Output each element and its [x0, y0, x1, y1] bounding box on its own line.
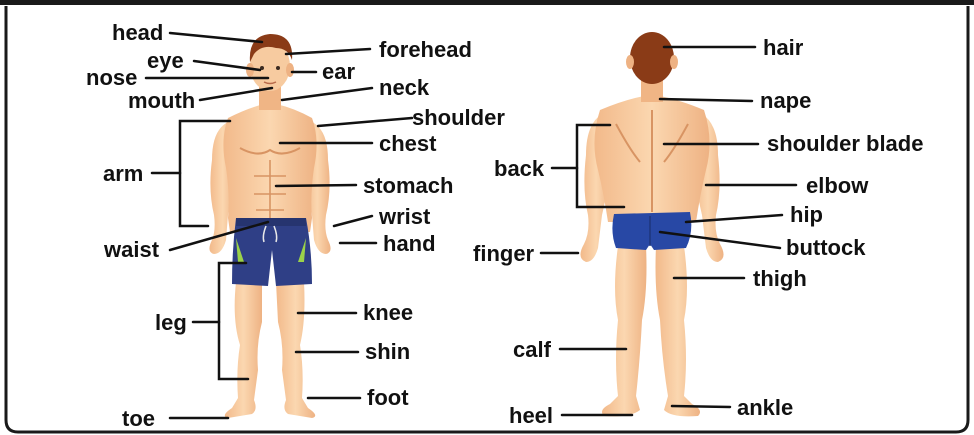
back-head	[630, 32, 674, 84]
label-shoulder-blade: shoulder blade	[767, 131, 923, 156]
label-elbow: elbow	[806, 173, 869, 198]
label-hand: hand	[383, 231, 436, 256]
leader-head	[170, 33, 262, 42]
label-foot: foot	[367, 385, 409, 410]
label-buttock: buttock	[786, 235, 866, 260]
label-ankle: ankle	[737, 395, 793, 420]
label-wrist: wrist	[378, 204, 431, 229]
label-back: back	[494, 156, 545, 181]
back-right-leg	[656, 246, 701, 416]
top-frame-bar	[0, 0, 974, 5]
label-heel: heel	[509, 403, 553, 428]
leader-neck	[282, 88, 372, 100]
label-waist: waist	[103, 237, 160, 262]
label-arm: arm	[103, 161, 143, 186]
label-finger: finger	[473, 241, 535, 266]
front-shorts-waistband	[236, 218, 306, 226]
back-body-figure	[580, 32, 723, 416]
leader-wrist	[334, 216, 372, 226]
label-toe: toe	[122, 406, 155, 431]
label-hip: hip	[790, 202, 823, 227]
label-leg: leg	[155, 310, 187, 335]
back-right-ear	[670, 55, 678, 69]
leader-forehead	[286, 49, 370, 54]
label-nose: nose	[86, 65, 137, 90]
label-chest: chest	[379, 131, 437, 156]
label-shoulder: shoulder	[412, 105, 505, 130]
label-forehead: forehead	[379, 37, 472, 62]
leader-stomach	[276, 185, 356, 186]
leader-shoulder	[318, 118, 412, 126]
label-mouth: mouth	[128, 88, 195, 113]
label-thigh: thigh	[753, 266, 807, 291]
label-calf: calf	[513, 337, 552, 362]
label-nape: nape	[760, 88, 811, 113]
leader-hip	[686, 215, 782, 222]
back-swim-trunks	[612, 212, 691, 250]
label-hair: hair	[763, 35, 804, 60]
back-left-ear	[626, 55, 634, 69]
label-knee: knee	[363, 300, 413, 325]
front-right-ear	[286, 63, 294, 77]
front-right-eye	[276, 66, 280, 70]
label-shin: shin	[365, 339, 410, 364]
label-head: head	[112, 20, 163, 45]
label-stomach: stomach	[363, 173, 453, 198]
label-eye: eye	[147, 48, 184, 73]
label-neck: neck	[379, 75, 430, 100]
label-ear: ear	[322, 59, 355, 84]
leader-ankle	[672, 406, 730, 407]
back-left-leg	[602, 246, 647, 416]
back-labels: hair nape shoulder blade back elbow hip …	[473, 35, 923, 428]
front-body-figure	[209, 34, 330, 418]
front-left-leg	[225, 282, 262, 418]
